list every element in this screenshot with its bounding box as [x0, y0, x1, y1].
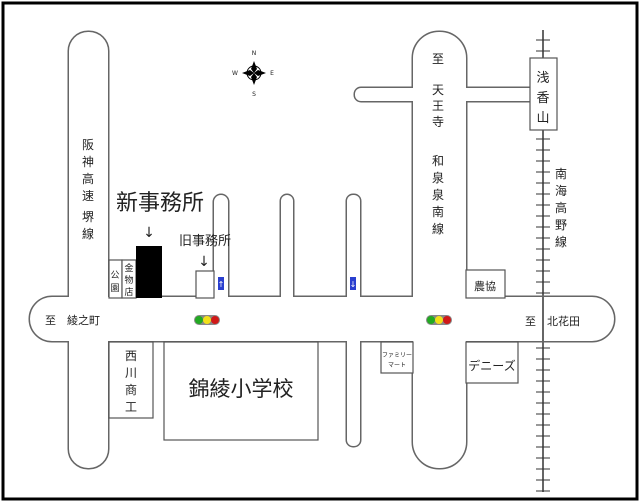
nankai-line-label: 南	[555, 166, 567, 181]
one-way-sign-up-icon	[218, 277, 224, 290]
compass-west: W	[232, 70, 238, 77]
hanshin-expressway-label: 阪	[82, 138, 94, 152]
compass-rose-icon: N S E W	[232, 50, 274, 98]
nankai-line-label: 海	[555, 183, 567, 198]
izumi-line-label: 南	[432, 204, 444, 219]
station-label: 浅	[536, 71, 549, 86]
traffic-light-icon	[426, 315, 452, 325]
hardware-store-label: 物	[124, 274, 133, 286]
station-label: 山	[536, 111, 549, 126]
to-tennoji-label: 寺	[432, 115, 444, 129]
to-tennoji-label: 王	[432, 99, 444, 113]
hanshin-expressway-label: 線	[82, 226, 94, 241]
nishikawa-label: 工	[125, 400, 137, 414]
nokyo-block	[465, 269, 506, 299]
nishikawa-label: 西	[125, 349, 137, 363]
nankai-line-label: 線	[555, 234, 567, 249]
new-office-label: 新事務所	[116, 191, 204, 216]
compass-south: S	[252, 91, 256, 98]
park-label: 園	[110, 283, 119, 294]
compass-north: N	[252, 50, 257, 57]
hanshin-expressway-label: 堺	[82, 210, 94, 224]
svg-text:↑: ↑	[218, 280, 225, 289]
school-block	[163, 341, 319, 441]
izumi-line-label: 線	[432, 221, 444, 236]
hardware-store-label: 金	[124, 262, 133, 274]
nishikawa-label: 商	[125, 382, 137, 397]
to-tennoji-label: 至	[432, 52, 444, 66]
park-label: 公	[110, 270, 119, 281]
hanshin-expressway-label: 速	[82, 189, 94, 203]
new-office-arrow-icon: ↓	[143, 225, 155, 241]
izumi-line-label: 和	[432, 154, 444, 168]
compass-east: E	[270, 70, 274, 77]
nishikawa-block	[108, 341, 154, 419]
nankai-line-label: 野	[555, 218, 567, 232]
hanshin-expressway-label: 高	[82, 171, 94, 186]
one-way-sign-down-icon	[350, 277, 356, 290]
station-box	[529, 57, 558, 131]
old-office-arrow-icon: ↓	[198, 254, 210, 270]
familymart-block	[380, 341, 414, 374]
to-tennoji-label: 天	[432, 83, 444, 97]
svg-text:↓: ↓	[350, 280, 357, 289]
old-office-building	[195, 270, 215, 299]
dennys-block	[465, 341, 519, 384]
nankai-line-label: 高	[555, 200, 567, 215]
traffic-light-icon	[194, 315, 220, 325]
nishikawa-label: 川	[125, 366, 137, 380]
nokyo-label: 農協	[474, 279, 496, 293]
familymart-label: ファミリー	[382, 352, 412, 359]
station-label: 香	[536, 91, 549, 106]
hanshin-expressway-label: 神	[82, 155, 94, 169]
izumi-line-label: 泉	[432, 171, 444, 185]
familymart-label: マート	[388, 362, 406, 369]
dennys-label: デニーズ	[468, 358, 515, 373]
new-office-building	[136, 246, 162, 298]
school-label: 錦綾小学校	[189, 377, 294, 401]
old-office-label: 旧事務所	[179, 234, 231, 249]
to-kitahanada-label: 至 北花田	[525, 315, 580, 328]
to-ayanocho-label: 至 綾之町	[45, 313, 100, 327]
hardware-store-label: 店	[124, 286, 133, 298]
izumi-line-label: 泉	[432, 188, 444, 202]
